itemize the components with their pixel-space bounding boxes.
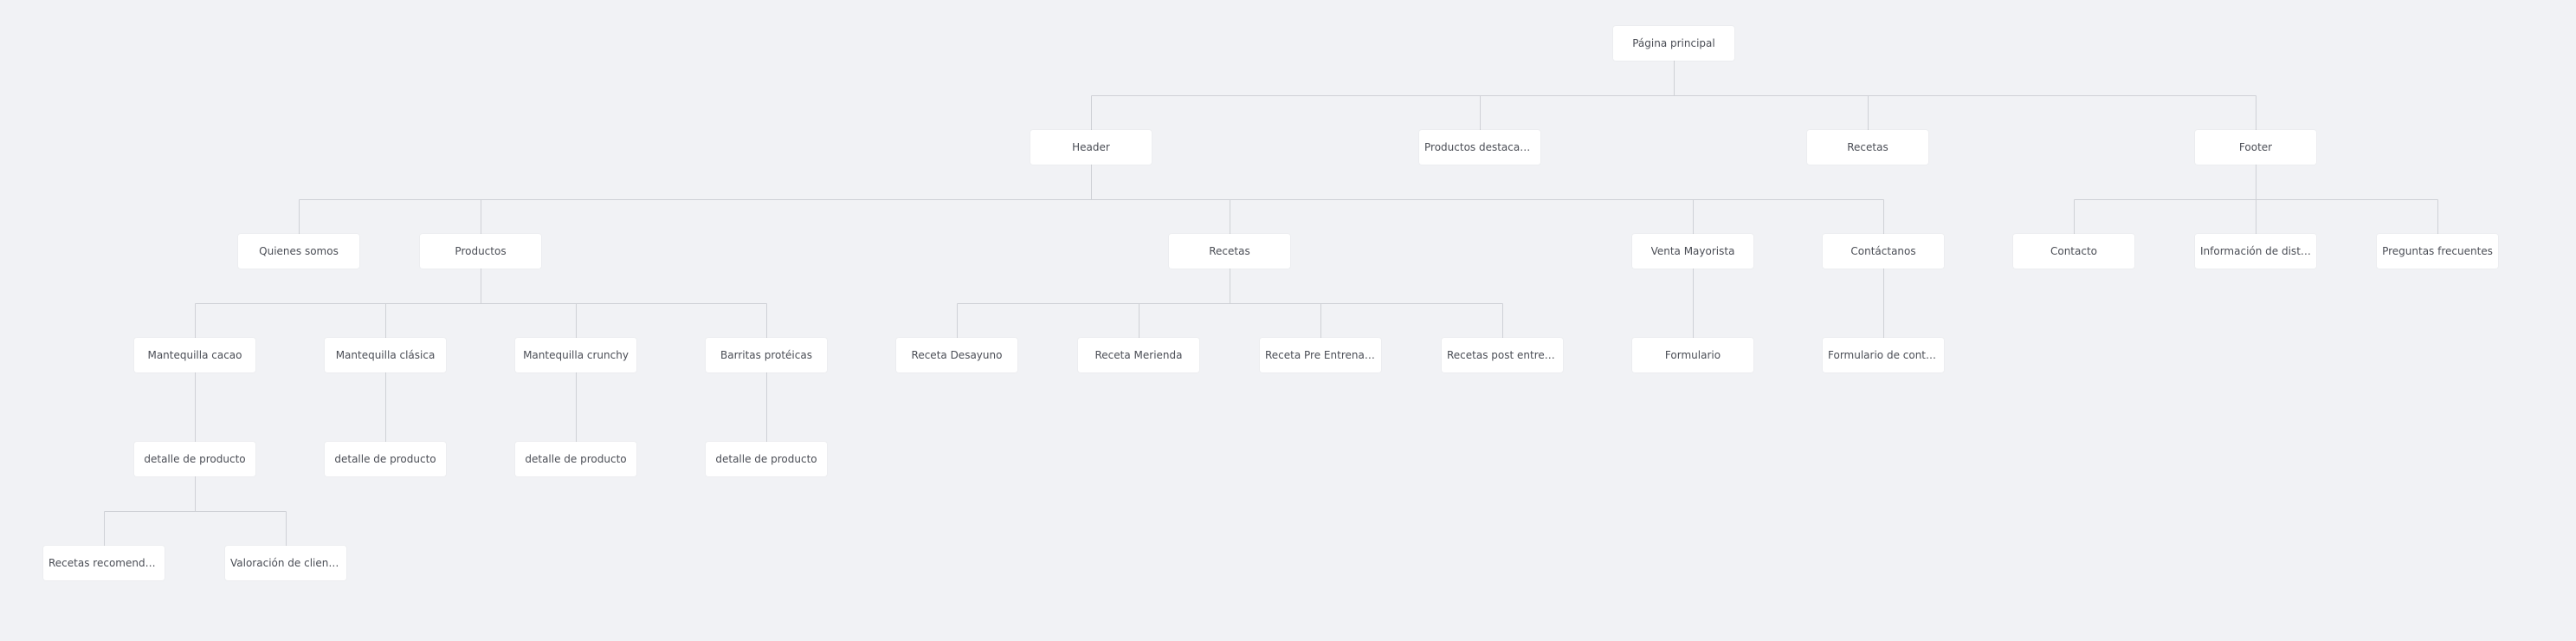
node-receta-pre[interactable]: Receta Pre Entrenamie...	[1260, 338, 1381, 372]
node-recetas[interactable]: Recetas	[1169, 234, 1290, 269]
node-home[interactable]: Página principal	[1613, 26, 1734, 61]
node-preguntas-frecuentes[interactable]: Preguntas frecuentes	[2377, 234, 2498, 269]
node-mantequilla-cacao[interactable]: Mantequilla cacao	[134, 338, 255, 372]
node-formulario-contacto[interactable]: Formulario de contacto	[1823, 338, 1944, 372]
node-label: Recetas recomendadas	[48, 557, 159, 569]
node-recetas-top[interactable]: Recetas	[1807, 130, 1928, 165]
node-detalle-barritas[interactable]: detalle de producto	[706, 442, 827, 476]
node-label: detalle de producto	[334, 453, 436, 465]
node-label: Información de distribu...	[2200, 245, 2311, 257]
node-label: detalle de producto	[525, 453, 627, 465]
node-label: Productos destacados	[1424, 141, 1535, 153]
node-barritas-proteicas[interactable]: Barritas protéicas	[706, 338, 827, 372]
node-label: Receta Pre Entrenamie...	[1265, 349, 1376, 361]
node-mantequilla-clasica[interactable]: Mantequilla clásica	[325, 338, 446, 372]
node-label: Formulario	[1664, 349, 1721, 361]
node-label: Venta Mayorista	[1650, 245, 1735, 257]
node-label: Receta Merienda	[1094, 349, 1183, 361]
node-mantequilla-crunchy[interactable]: Mantequilla crunchy	[515, 338, 636, 372]
node-label: Mantequilla cacao	[147, 349, 242, 361]
node-label: Productos	[455, 245, 507, 257]
node-label: detalle de producto	[715, 453, 817, 465]
node-label: Quienes somos	[259, 245, 339, 257]
node-receta-merienda[interactable]: Receta Merienda	[1078, 338, 1199, 372]
node-label: Página principal	[1632, 37, 1715, 49]
node-label: Receta Desayuno	[911, 349, 1003, 361]
node-label: Recetas	[1209, 245, 1250, 257]
node-label: Mantequilla crunchy	[523, 349, 629, 361]
node-detalle-clasica[interactable]: detalle de producto	[325, 442, 446, 476]
node-header[interactable]: Header	[1030, 130, 1152, 165]
node-recetas-recomendadas[interactable]: Recetas recomendadas	[43, 546, 165, 580]
node-label: Contáctanos	[1850, 245, 1916, 257]
node-receta-desayuno[interactable]: Receta Desayuno	[896, 338, 1017, 372]
node-info-distribuidores[interactable]: Información de distribu...	[2195, 234, 2316, 269]
node-label: Header	[1072, 141, 1110, 153]
node-recetas-post[interactable]: Recetas post entrenami...	[1442, 338, 1563, 372]
node-detalle-crunchy[interactable]: detalle de producto	[515, 442, 636, 476]
node-label: Formulario de contacto	[1828, 349, 1939, 361]
node-footer[interactable]: Footer	[2195, 130, 2316, 165]
node-label: Contacto	[2050, 245, 2098, 257]
node-label: Recetas post entrenami...	[1447, 349, 1558, 361]
node-label: Valoración de clientes	[230, 557, 341, 569]
node-label: Preguntas frecuentes	[2382, 245, 2493, 257]
node-detalle-cacao[interactable]: detalle de producto	[134, 442, 255, 476]
node-label: Mantequilla clásica	[335, 349, 436, 361]
node-valoracion-clientes[interactable]: Valoración de clientes	[225, 546, 346, 580]
node-label: Footer	[2238, 141, 2273, 153]
node-label: detalle de producto	[144, 453, 246, 465]
node-formulario[interactable]: Formulario	[1632, 338, 1753, 372]
node-venta-mayorista[interactable]: Venta Mayorista	[1632, 234, 1753, 269]
node-label: Recetas	[1847, 141, 1888, 153]
node-productos-destacados[interactable]: Productos destacados	[1419, 130, 1540, 165]
node-label: Barritas protéicas	[720, 349, 812, 361]
node-productos[interactable]: Productos	[420, 234, 541, 269]
node-quienes-somos[interactable]: Quienes somos	[238, 234, 359, 269]
node-contacto[interactable]: Contacto	[2013, 234, 2134, 269]
node-contactanos[interactable]: Contáctanos	[1823, 234, 1944, 269]
